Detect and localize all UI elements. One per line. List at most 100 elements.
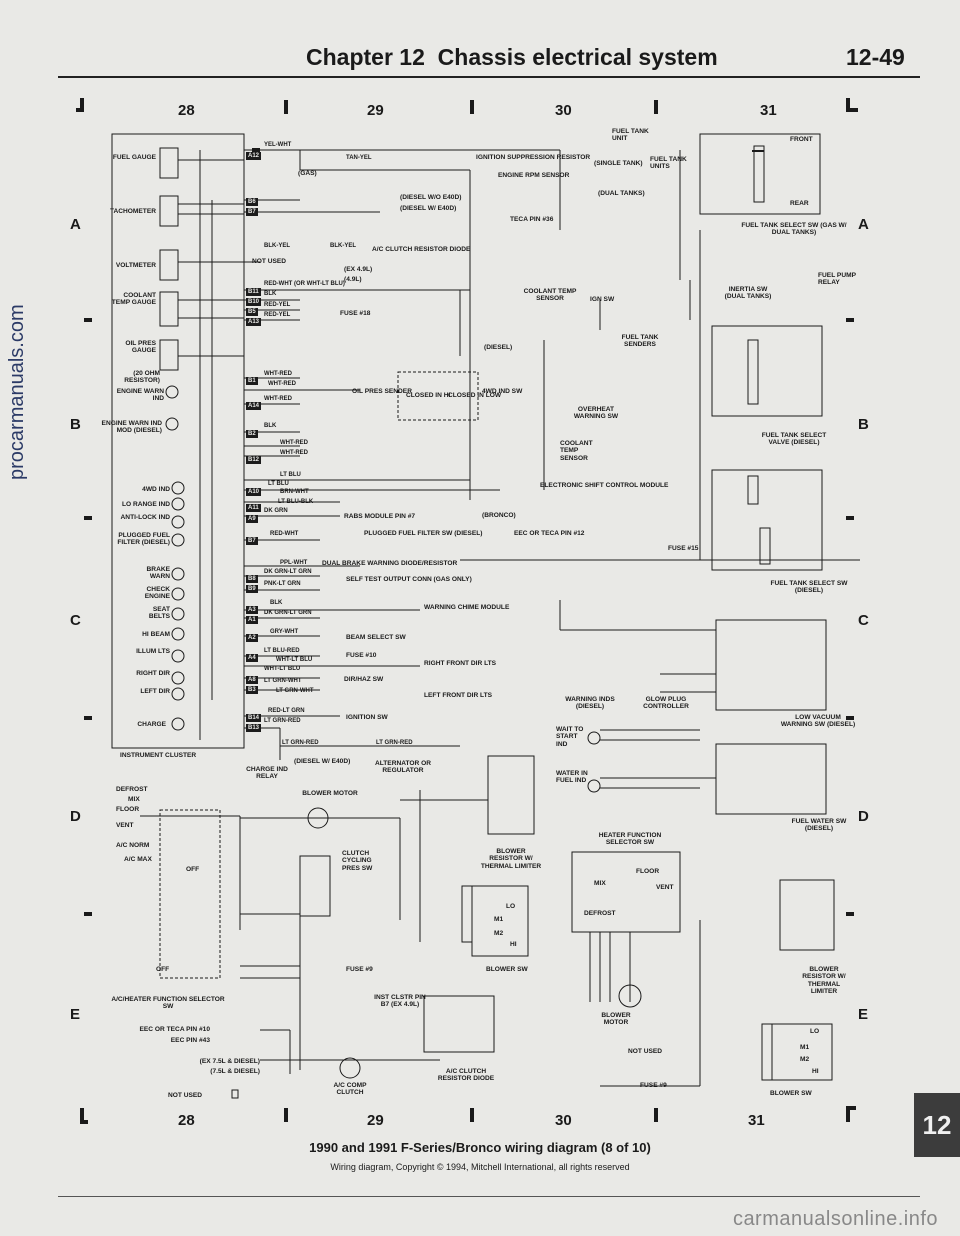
pin-label: A8 <box>246 676 258 684</box>
component-label: WATER IN FUEL IND <box>556 770 588 785</box>
wire-label: LT BLU-RED <box>264 648 300 654</box>
chapter-label: Chapter 12 <box>306 44 425 70</box>
blower-speed: M2 <box>494 930 504 937</box>
gauge-label: OIL PRES GAUGE <box>125 340 156 355</box>
component-label: RABS MODULE PIN #7 <box>344 513 416 520</box>
row-label-right: E <box>858 1006 869 1023</box>
component-label: IGN SW <box>590 296 615 303</box>
figure-caption-subtitle: Wiring diagram, Copyright © 1994, Mitche… <box>330 1162 630 1172</box>
component-label: INERTIA SW (DUAL TANKS) <box>724 286 772 301</box>
component-label: FRONT <box>790 136 813 143</box>
indicator-label: SEAT BELTS <box>148 606 170 621</box>
component-label: FUEL WATER SW (DIESEL) <box>791 818 847 833</box>
wire-label: LT GRN-WHT <box>264 678 302 684</box>
column-label-top: 30 <box>555 102 572 119</box>
wire-label: WHT-RED <box>280 450 308 456</box>
component-label: (7.5L & DIESEL) <box>210 1068 260 1075</box>
component-label: FUEL TANK UNIT <box>612 128 649 143</box>
pin-label: A11 <box>246 504 261 512</box>
component-label: FUEL TANK SELECT SW (GAS W/ DUAL TANKS) <box>741 222 847 237</box>
row-label-right: C <box>858 612 869 629</box>
component-label: NOT USED <box>252 258 287 265</box>
component-label: FUSE #15 <box>668 545 699 552</box>
chapter-tab: 12 <box>914 1093 960 1157</box>
component-label: NOT USED <box>168 1092 203 1099</box>
indicator-label: LEFT DIR <box>140 688 170 695</box>
blower-speed: M1 <box>494 916 504 923</box>
pin-label: A4 <box>246 654 258 662</box>
component-label: CHARGE IND RELAY <box>246 766 288 781</box>
component-label: FUSE #9 <box>346 966 373 973</box>
wire-label: WHT-LT BLU <box>264 666 301 672</box>
gauge-label: TACHOMETER <box>109 208 156 215</box>
wire-label: PPL-WHT <box>280 560 308 566</box>
component-label: CLOSED IN LOW <box>448 392 502 399</box>
component-label: FUEL PUMP RELAY <box>818 272 856 287</box>
wire-label: PNK-LT GRN <box>264 581 301 587</box>
pin-label: A1 <box>246 616 258 624</box>
component-label: (DIESEL) <box>484 344 513 351</box>
indicator-label: LO RANGE IND <box>122 501 170 508</box>
component-label: BLOWER SW <box>770 1090 812 1097</box>
component-label: CLUTCH CYCLING PRES SW <box>342 850 373 872</box>
mode-position: FLOOR <box>116 806 140 813</box>
component-label: WAIT TO START IND <box>556 726 584 748</box>
component-label: IGNITION SUPPRESSION RESISTOR <box>476 154 591 161</box>
blower-speed: HI <box>510 941 517 948</box>
pin-label: B11 <box>246 288 261 296</box>
wire-label: DK GRN <box>264 508 288 514</box>
wire-label: RED-WHT <box>270 531 299 537</box>
pin-label: B10 <box>246 298 262 306</box>
component-label: (DIESEL W/ E40D) <box>294 758 351 765</box>
wire-label: LT GRN-WHT <box>276 688 314 694</box>
component-label: EEC PIN #43 <box>170 1037 210 1044</box>
wire-label: GRY-WHT <box>270 629 299 635</box>
mode-position: OFF <box>156 966 170 973</box>
indicator-label: HI BEAM <box>142 631 170 638</box>
pin-label: B13 <box>246 724 262 732</box>
component-label: GLOW PLUG CONTROLLER <box>643 696 689 711</box>
chapter-subtitle: Chassis electrical system <box>437 44 718 70</box>
footer-rule <box>58 1196 920 1197</box>
side-watermark: procarmanuals.com <box>6 304 28 480</box>
row-label-left: C <box>70 612 81 629</box>
pin-label: B8 <box>246 575 258 583</box>
pin-label: B6 <box>246 198 258 206</box>
pin-label: B14 <box>246 714 262 722</box>
pin-label: A13 <box>246 318 262 326</box>
wire-label: WHT-LT BLU <box>276 657 313 663</box>
component-label: FUEL TANK SELECT SW (DIESEL) <box>770 580 848 595</box>
indicator-label: BRAKE WARN <box>146 566 170 581</box>
pin-label: B1 <box>246 377 258 385</box>
column-label-top: 28 <box>178 102 195 119</box>
component-label: A/C/HEATER FUNCTION SELECTOR SW <box>111 996 225 1011</box>
wire-label: YEL-WHT <box>264 142 292 148</box>
pin-label: B7 <box>246 537 258 545</box>
blower-speed: HI <box>812 1068 819 1075</box>
wire-label: LT BLU <box>280 472 301 478</box>
wire-label: BLK <box>270 600 283 606</box>
column-label-top: 31 <box>760 102 777 119</box>
component-label: ELECTRONIC SHIFT CONTROL MODULE <box>540 482 669 489</box>
pin-label: B3 <box>246 686 258 694</box>
wire-label: BRN-WHT <box>280 489 309 495</box>
mode-position: A/C NORM <box>116 842 150 849</box>
gauge-label: VOLTMETER <box>115 262 156 269</box>
component-label: OVERHEAT WARNING SW <box>573 406 619 421</box>
component-label: FUSE #10 <box>346 652 377 659</box>
wire-label: BLK <box>264 423 277 429</box>
component-label: FUSE #18 <box>340 310 371 317</box>
component-label: DUAL BRAKE WARNING DIODE/RESISTOR <box>322 560 458 567</box>
pin-label: A2 <box>246 634 258 642</box>
indicator-label: PLUGGED FUEL FILTER (DIESEL) <box>117 532 170 547</box>
wire-label: LT GRN-RED <box>282 740 319 746</box>
heater-position: DEFROST <box>584 910 616 917</box>
component-label: (EX 7.5L & DIESEL) <box>199 1058 260 1065</box>
pin-label: A14 <box>246 402 262 410</box>
blower-speed: M2 <box>800 1056 810 1063</box>
row-label-left: E <box>70 1006 81 1023</box>
wire-label: BLK-YEL <box>264 243 290 249</box>
column-label-top: 29 <box>367 102 384 119</box>
component-label: (DUAL TANKS) <box>598 190 645 197</box>
wire-label: TAN-YEL <box>346 155 372 161</box>
